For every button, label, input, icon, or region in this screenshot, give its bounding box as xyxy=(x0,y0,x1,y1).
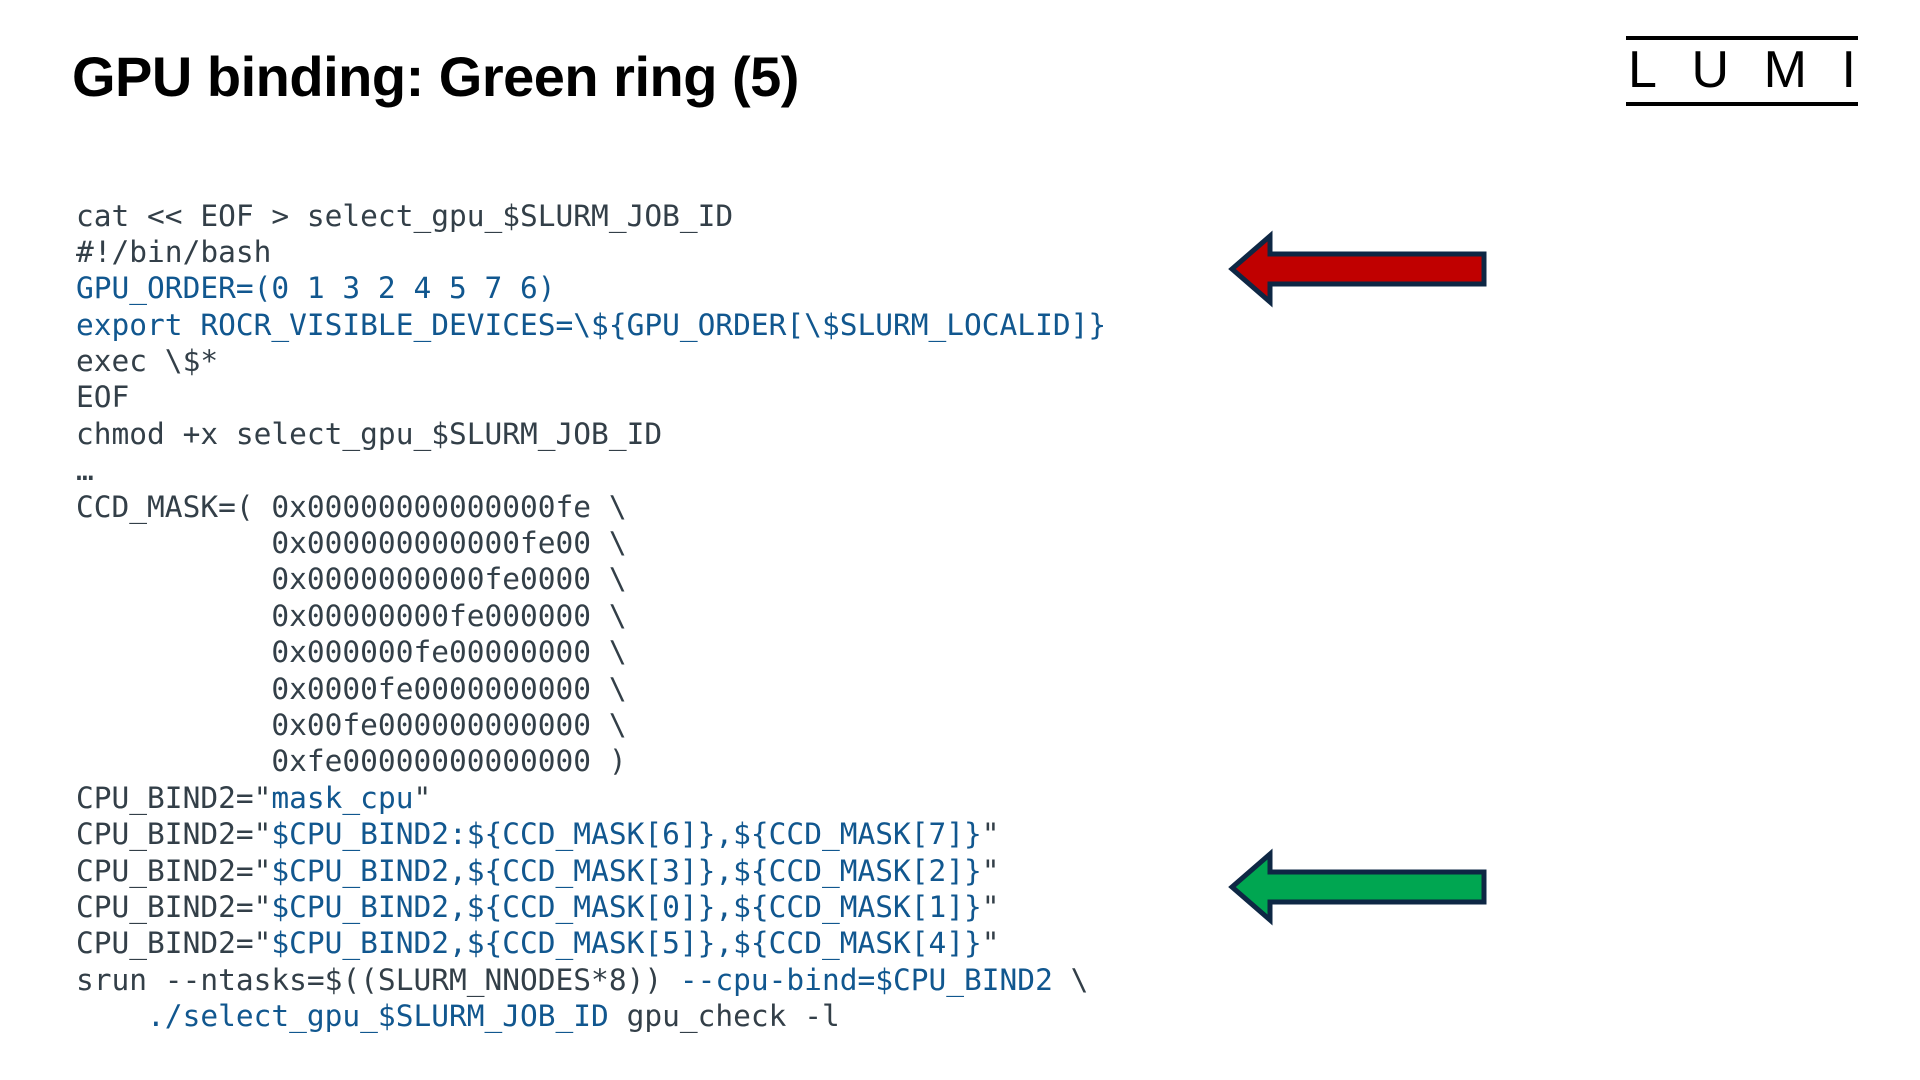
code-token: $CPU_BIND2,${CCD_MASK[3]},${CCD_MASK[2]} xyxy=(271,853,982,888)
code-token: 0x000000fe00000000 \ xyxy=(76,635,627,670)
code-token: CCD_MASK=( 0x00000000000000fe \ xyxy=(76,489,627,524)
green-left-arrow xyxy=(1228,848,1487,926)
code-token: exec \$* xyxy=(76,344,219,379)
code-line: CPU_BIND2="$CPU_BIND2,${CCD_MASK[0]},${C… xyxy=(76,889,1106,925)
code-line: chmod +x select_gpu_$SLURM_JOB_ID xyxy=(76,416,1106,452)
code-token: CPU_BIND2=" xyxy=(76,926,272,961)
code-line: ./select_gpu_$SLURM_JOB_ID gpu_check -l xyxy=(76,998,1106,1034)
code-token: \ xyxy=(1052,962,1089,997)
code-line: 0x000000000000fe00 \ xyxy=(76,525,1106,561)
red-left-arrow xyxy=(1228,230,1487,308)
code-token: … xyxy=(76,453,94,488)
logo-letter-l: L xyxy=(1628,41,1657,99)
logo-rule-top xyxy=(1626,36,1858,40)
code-token: ./select_gpu_$SLURM_JOB_ID xyxy=(147,999,609,1034)
code-line: 0x00000000fe000000 \ xyxy=(76,598,1106,634)
code-token: $CPU_BIND2:${CCD_MASK[6]},${CCD_MASK[7]} xyxy=(271,817,982,852)
code-token: mask_cpu xyxy=(271,780,414,815)
lumi-logo: L U M I xyxy=(1626,36,1858,106)
code-token: GPU_ORDER=(0 1 3 2 4 5 7 6) xyxy=(76,271,556,306)
code-token: 0x00fe000000000000 \ xyxy=(76,707,627,742)
code-token: 0x0000000000fe0000 \ xyxy=(76,562,627,597)
logo-letters: L U M I xyxy=(1626,42,1858,100)
code-token: " xyxy=(981,889,1000,924)
code-token: " xyxy=(981,926,1000,961)
code-line: 0x0000000000fe0000 \ xyxy=(76,561,1106,597)
code-token xyxy=(76,999,147,1033)
code-line: 0xfe00000000000000 ) xyxy=(76,743,1106,779)
code-line: … xyxy=(76,452,1106,488)
code-line: cat << EOF > select_gpu_$SLURM_JOB_ID xyxy=(76,198,1106,234)
code-token: CPU_BIND2=" xyxy=(76,853,272,888)
code-line: 0x000000fe00000000 \ xyxy=(76,634,1106,670)
code-token: CPU_BIND2=" xyxy=(76,817,272,852)
code-line: 0x0000fe0000000000 \ xyxy=(76,671,1106,707)
code-line: CPU_BIND2="$CPU_BIND2,${CCD_MASK[3]},${C… xyxy=(76,853,1106,889)
code-line: EOF xyxy=(76,379,1106,415)
code-line: export ROCR_VISIBLE_DEVICES=\${GPU_ORDER… xyxy=(76,307,1106,343)
code-token: " xyxy=(981,817,1000,852)
logo-letter-i: I xyxy=(1841,41,1856,99)
code-token: " xyxy=(981,853,1000,888)
code-token: CPU_BIND2=" xyxy=(76,780,272,815)
logo-rule-bottom xyxy=(1626,102,1858,106)
logo-letter-u: U xyxy=(1691,41,1730,99)
code-token: CPU_BIND2=" xyxy=(76,889,272,924)
code-token: 0x0000fe0000000000 \ xyxy=(76,671,627,706)
code-token: export ROCR_VISIBLE_DEVICES=\${GPU_ORDER… xyxy=(76,307,1107,342)
code-token: #!/bin/bash xyxy=(76,234,272,269)
code-line: CPU_BIND2="$CPU_BIND2:${CCD_MASK[6]},${C… xyxy=(76,816,1106,852)
code-line: CCD_MASK=( 0x00000000000000fe \ xyxy=(76,489,1106,525)
code-token: 0xfe00000000000000 ) xyxy=(76,744,627,779)
code-token: " xyxy=(413,780,432,815)
code-token: gpu_check -l xyxy=(608,999,840,1034)
code-block: cat << EOF > select_gpu_$SLURM_JOB_ID#!/… xyxy=(76,198,1106,1035)
code-token: srun --ntasks=$((SLURM_NNODES*8)) xyxy=(76,962,680,997)
code-token: $CPU_BIND2,${CCD_MASK[0]},${CCD_MASK[1]} xyxy=(271,889,982,924)
code-token: EOF xyxy=(76,380,130,415)
logo-letter-m: M xyxy=(1763,41,1807,99)
code-line: #!/bin/bash xyxy=(76,234,1106,270)
code-token: 0x000000000000fe00 \ xyxy=(76,526,627,561)
code-token: chmod +x select_gpu_$SLURM_JOB_ID xyxy=(76,416,663,451)
code-token: --cpu-bind=$CPU_BIND2 xyxy=(679,962,1053,997)
code-line: CPU_BIND2="mask_cpu" xyxy=(76,780,1106,816)
code-line: GPU_ORDER=(0 1 3 2 4 5 7 6) xyxy=(76,270,1106,306)
code-line: CPU_BIND2="$CPU_BIND2,${CCD_MASK[5]},${C… xyxy=(76,925,1106,961)
code-line: srun --ntasks=$((SLURM_NNODES*8)) --cpu-… xyxy=(76,962,1106,998)
code-token: $CPU_BIND2,${CCD_MASK[5]},${CCD_MASK[4]} xyxy=(271,926,982,961)
code-line: exec \$* xyxy=(76,343,1106,379)
page-title: GPU binding: Green ring (5) xyxy=(72,45,799,108)
code-token: 0x00000000fe000000 \ xyxy=(76,598,627,633)
code-line: 0x00fe000000000000 \ xyxy=(76,707,1106,743)
code-token: cat << EOF > select_gpu_$SLURM_JOB_ID xyxy=(76,198,734,233)
